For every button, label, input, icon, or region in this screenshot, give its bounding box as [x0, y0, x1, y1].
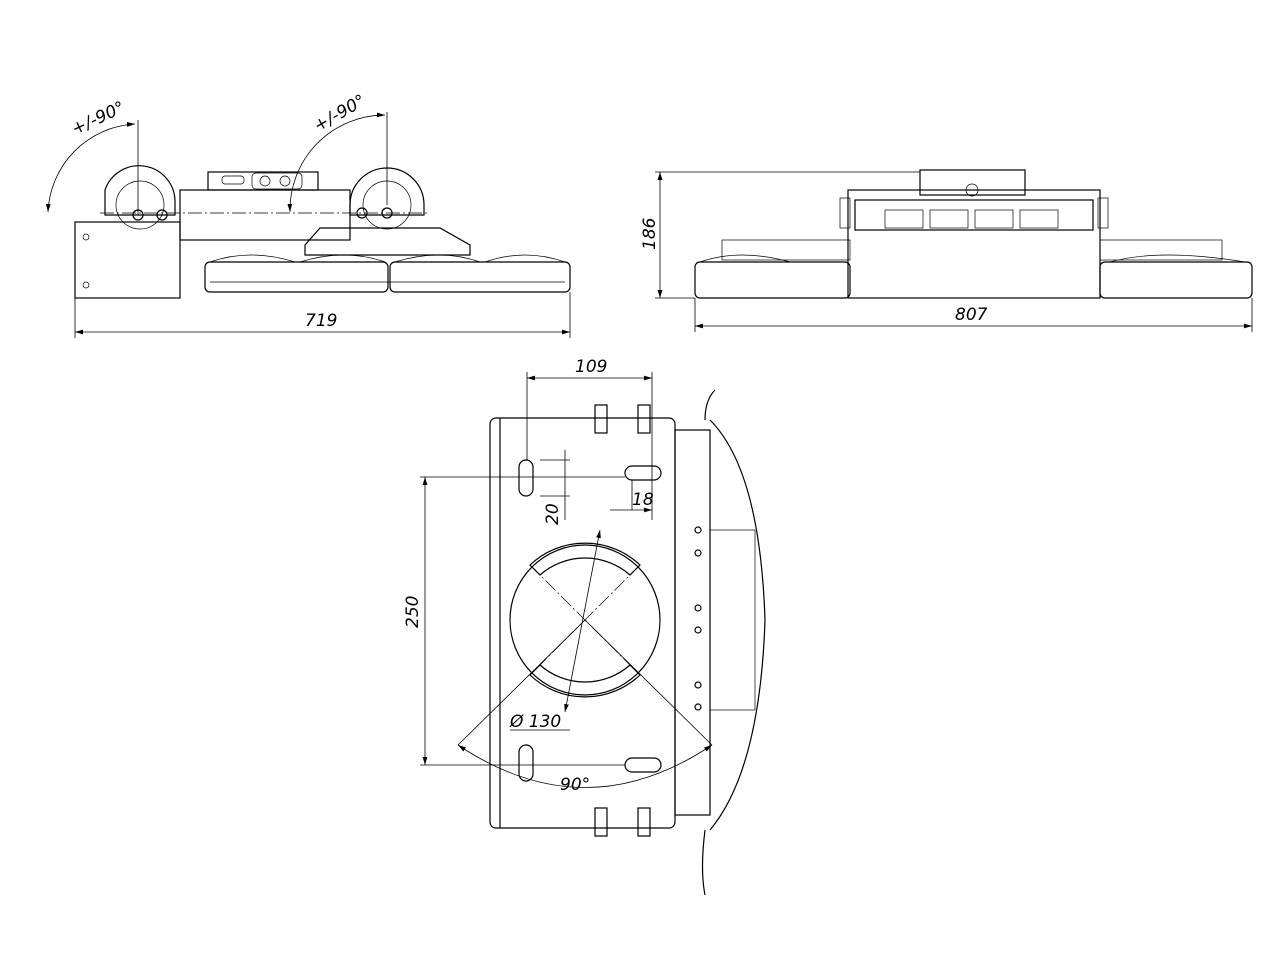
length-719-label: 719	[305, 311, 337, 331]
slot-offset-18-label: 18	[632, 490, 654, 510]
rotation-right-label: +/-90°	[311, 91, 370, 136]
diameter-130-label: Ø 130	[509, 712, 561, 732]
top-view: 109 18 20 250 Ø 130 90°	[403, 357, 766, 896]
slot-spacing-109-label: 109	[575, 357, 607, 377]
front-view: 186 807	[640, 169, 1253, 332]
slot-length-20-label: 20	[543, 503, 563, 525]
length-807-label: 807	[955, 305, 988, 325]
mount-spacing-250-label: 250	[403, 596, 423, 628]
angle-90-label: 90°	[560, 775, 590, 795]
height-186-label: 186	[640, 217, 660, 250]
side-view: +/-90° +/-90° 719	[45, 91, 571, 338]
